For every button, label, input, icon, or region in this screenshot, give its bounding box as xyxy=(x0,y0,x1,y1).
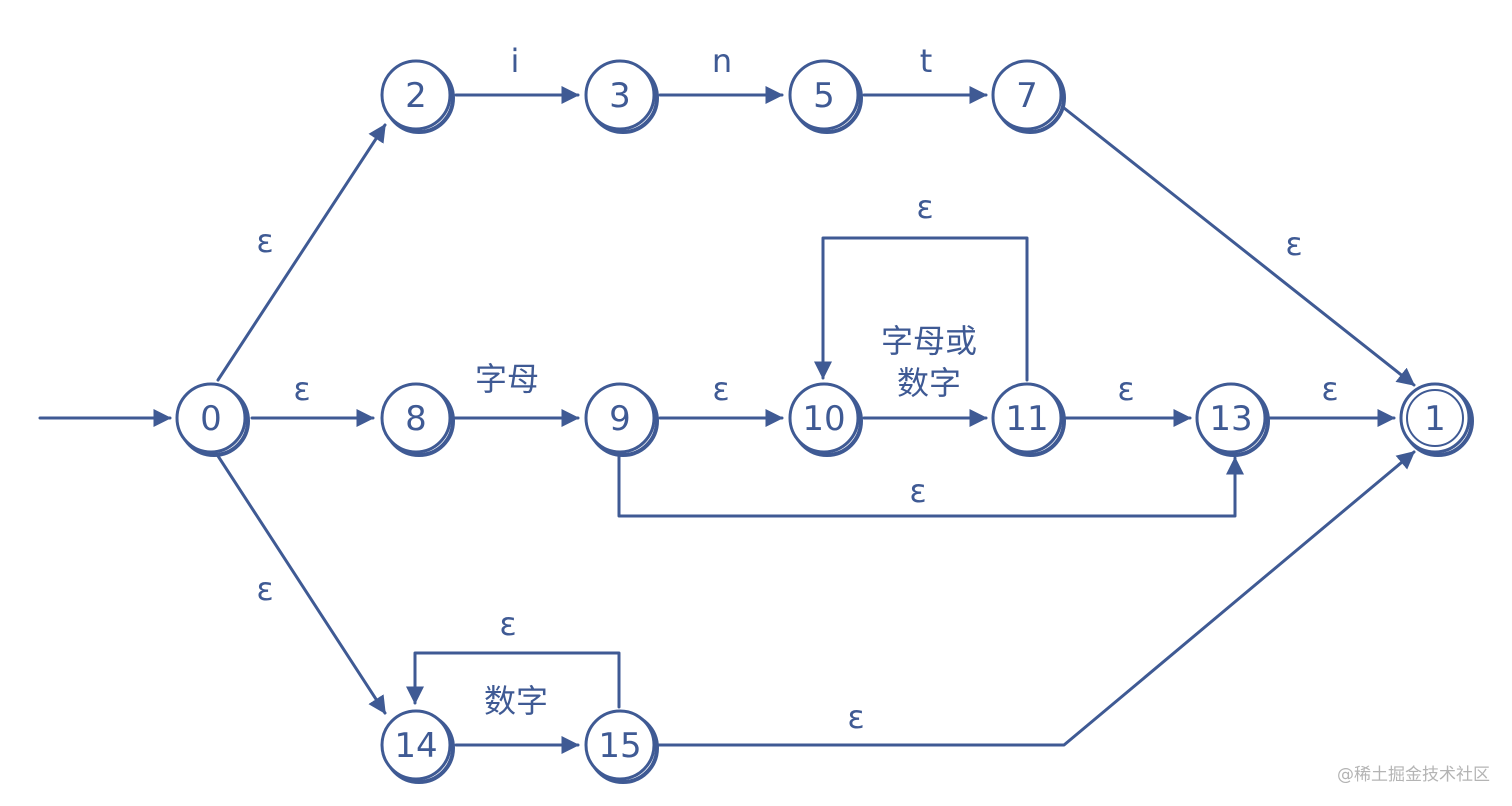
label-10-11-line1: 字母或 xyxy=(881,322,977,360)
edge-15-14-loop xyxy=(406,651,621,709)
label-10-11-line2: 数字 xyxy=(897,364,961,402)
state-2: 2 xyxy=(380,59,455,134)
state-13: 13 xyxy=(1195,382,1270,457)
state-14: 14 xyxy=(380,709,455,784)
svg-text:11: 11 xyxy=(1005,399,1048,439)
state-11: 11 xyxy=(991,382,1066,457)
label-3-5: n xyxy=(712,42,732,80)
svg-text:2: 2 xyxy=(405,76,427,116)
label-14-15: 数字 xyxy=(484,682,548,720)
svg-text:9: 9 xyxy=(609,399,631,439)
edges xyxy=(38,86,1416,754)
label-0-2: ε xyxy=(256,222,273,260)
state-0: 0 xyxy=(175,382,250,457)
state-7: 7 xyxy=(991,59,1066,134)
edge-labels: ε ε ε i n t ε 字母 ε 字母或 数字 ε ε ε ε 数字 ε ε xyxy=(256,42,1338,736)
label-2-3: i xyxy=(511,42,520,80)
state-1-accepting: 1 xyxy=(1399,382,1474,457)
edge-0-14 xyxy=(216,454,387,715)
edge-15-1 xyxy=(657,450,1416,747)
label-13-1: ε xyxy=(1321,370,1338,408)
state-3: 3 xyxy=(584,59,659,134)
svg-text:15: 15 xyxy=(598,726,641,766)
label-0-14: ε xyxy=(256,570,273,608)
svg-text:13: 13 xyxy=(1209,399,1252,439)
svg-text:8: 8 xyxy=(405,399,427,439)
label-11-13: ε xyxy=(1117,370,1134,408)
svg-text:7: 7 xyxy=(1016,76,1038,116)
label-8-9: 字母 xyxy=(475,360,539,398)
svg-text:1: 1 xyxy=(1424,399,1446,439)
label-9-10: ε xyxy=(712,370,729,408)
state-9: 9 xyxy=(584,382,659,457)
svg-text:14: 14 xyxy=(394,726,437,766)
edge-11-10-loop xyxy=(814,236,1029,382)
edge-0-2 xyxy=(216,123,387,382)
label-5-7: t xyxy=(920,42,933,80)
label-9-13: ε xyxy=(909,472,926,510)
state-8: 8 xyxy=(380,382,455,457)
label-0-8: ε xyxy=(293,370,310,408)
svg-text:3: 3 xyxy=(609,76,631,116)
state-15: 15 xyxy=(584,709,659,784)
label-11-10: ε xyxy=(916,188,933,226)
label-15-1: ε xyxy=(847,698,864,736)
state-10: 10 xyxy=(788,382,863,457)
label-15-14: ε xyxy=(499,605,516,643)
edge-9-13-bypass xyxy=(617,454,1244,518)
svg-text:10: 10 xyxy=(802,399,845,439)
svg-text:0: 0 xyxy=(200,399,222,439)
svg-text:5: 5 xyxy=(813,76,835,116)
nodes: 0 2 3 5 7 8 9 xyxy=(175,59,1474,784)
edge-7-1 xyxy=(1062,106,1416,387)
state-5: 5 xyxy=(788,59,863,134)
label-7-1: ε xyxy=(1285,225,1302,263)
watermark-text: @稀土掘金技术社区 xyxy=(1337,765,1490,785)
